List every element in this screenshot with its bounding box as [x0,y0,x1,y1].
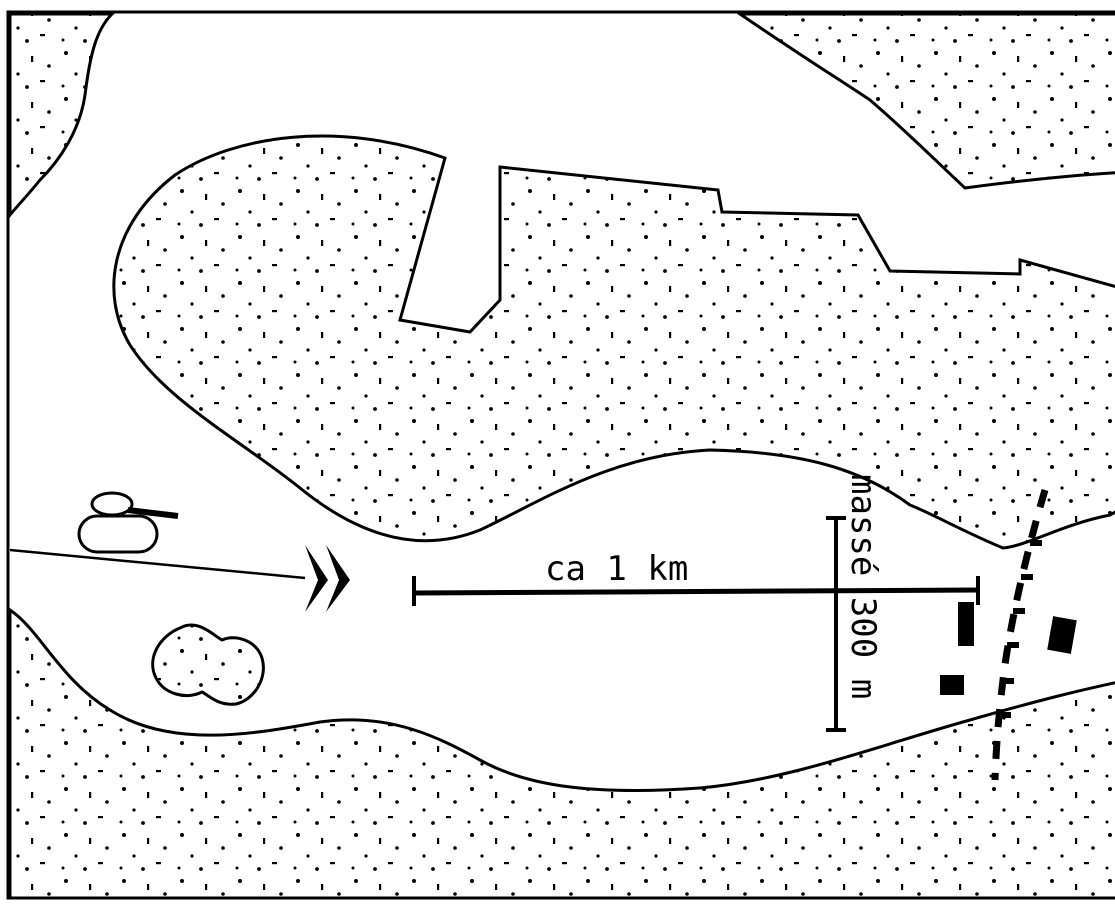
forest-top-left [8,12,116,220]
approach-line [9,548,306,580]
barrier-teeth [999,540,1042,718]
double-arrowhead-icon [305,545,350,612]
tank-icon [77,491,179,554]
building-icon [940,602,1077,695]
width-label: massé 300 m [843,474,883,699]
dashed-barrier-icon [991,488,1049,781]
forest-bottom [8,607,1115,900]
width-bar [826,516,846,732]
small-thicket [151,623,265,706]
distance-label: ca 1 km [545,549,688,589]
forest-central [112,134,1115,550]
forest-top-right [735,12,1115,190]
distance-bar [412,576,980,606]
